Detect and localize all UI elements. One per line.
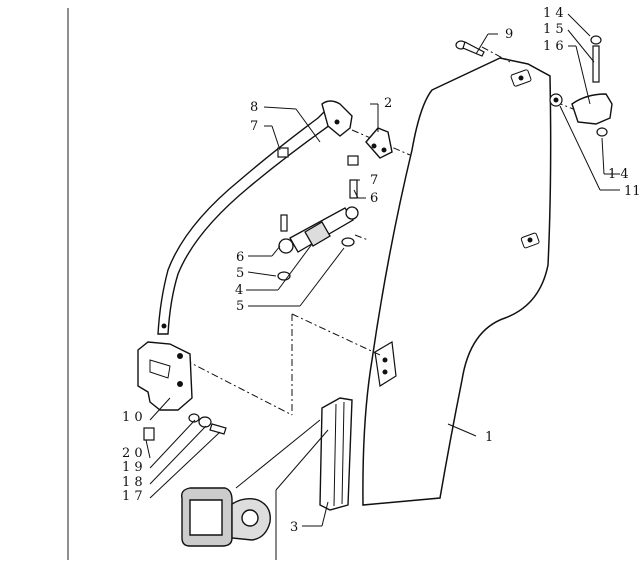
detail-leader-1 xyxy=(235,419,321,489)
glass-hole-top xyxy=(510,69,532,87)
hinge-hardware xyxy=(143,413,227,441)
gas-strut xyxy=(278,206,359,254)
callout-label-18: 1 8 xyxy=(122,475,143,490)
callout-label-15: 1 5 xyxy=(543,22,564,37)
callout-label-9: 9 xyxy=(505,27,513,42)
frame-bar-head xyxy=(321,100,353,137)
callout-label-7-right: 7 xyxy=(370,173,378,188)
leader-lines xyxy=(145,13,620,527)
callout-label-5-upper: 5 xyxy=(236,266,244,281)
corner-bracket xyxy=(365,127,393,159)
seal-section-detail xyxy=(180,487,271,547)
callout-label-10: 1 0 xyxy=(122,410,143,425)
callout-label-7-left: 7 xyxy=(250,119,258,134)
callout-label-2: 2 xyxy=(384,96,392,111)
callout-label-3: 3 xyxy=(290,520,298,535)
glass-hole-middle xyxy=(520,232,540,249)
frame-bar xyxy=(157,106,331,335)
glass-hinge-bracket xyxy=(374,341,397,387)
callout-label-6-right: 6 xyxy=(370,191,378,206)
strut-fasteners xyxy=(277,147,359,281)
callout-label-20: 2 0 xyxy=(122,446,143,461)
callout-label-16: 1 6 xyxy=(543,39,564,54)
callout-label-8: 8 xyxy=(250,100,258,115)
callout-label-4: 4 xyxy=(235,283,243,298)
top-bolt xyxy=(455,40,485,57)
lower-hinge-bracket xyxy=(137,341,193,411)
callout-label-5-lower: 5 xyxy=(236,299,244,314)
callout-label-1: 1 xyxy=(485,430,493,445)
callout-label-14-top: 1 4 xyxy=(543,6,564,21)
upper-hinge-pin xyxy=(590,35,608,137)
callout-label-6-left: 6 xyxy=(236,250,244,265)
detail-leader-2 xyxy=(275,429,329,491)
upper-hinge xyxy=(571,93,613,125)
callout-label-17: 1 7 xyxy=(122,489,143,504)
callout-label-19: 1 9 xyxy=(122,460,143,475)
callout-label-14-bottom: 1 4 xyxy=(608,167,629,182)
door-glass-panel xyxy=(362,57,552,506)
callout-label-11: 11 xyxy=(624,184,641,199)
